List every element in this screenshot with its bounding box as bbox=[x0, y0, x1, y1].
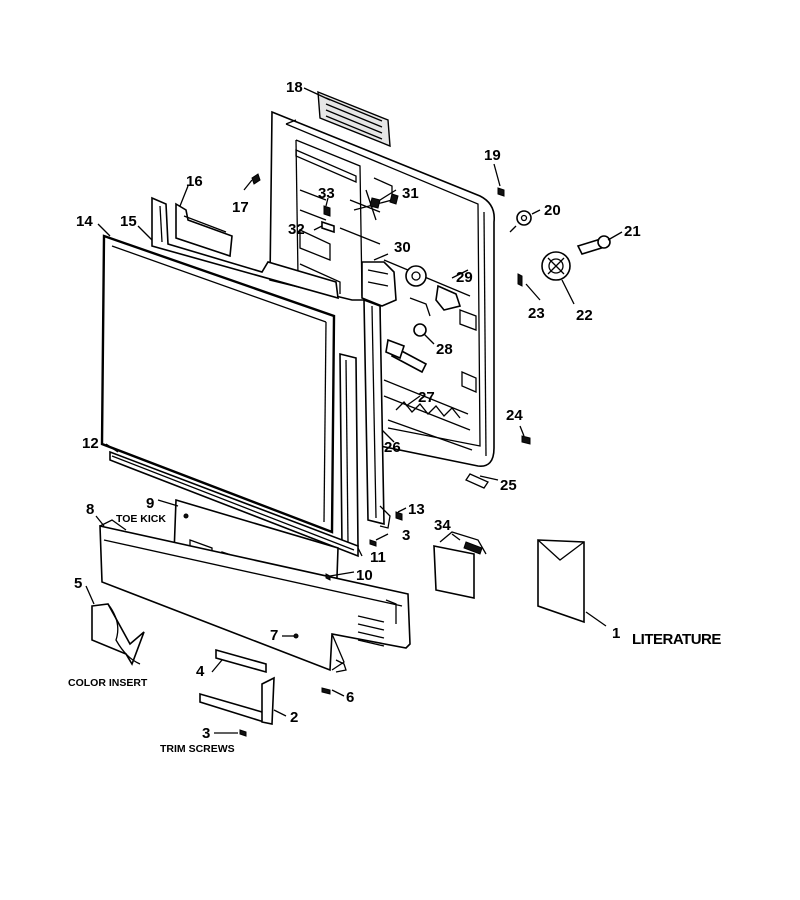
side-rail-part-11 bbox=[339, 352, 359, 549]
callout-4: 4 bbox=[196, 663, 205, 680]
trim-part-4 bbox=[215, 648, 267, 674]
callout-2: 2 bbox=[290, 709, 298, 726]
callout-19: 19 bbox=[484, 147, 501, 164]
callout-29: 29 bbox=[456, 269, 473, 286]
panel-bracket-part-15 bbox=[151, 196, 339, 300]
callout-13: 13 bbox=[408, 501, 425, 518]
access-panel-part-8 bbox=[99, 519, 411, 673]
knob-parts bbox=[497, 187, 611, 445]
panel-part-34 bbox=[433, 531, 487, 599]
callout-8: 8 bbox=[86, 501, 94, 518]
callout-34: 34 bbox=[434, 517, 451, 534]
callout-5: 5 bbox=[74, 575, 82, 592]
callout-31: 31 bbox=[402, 185, 419, 202]
callout-26: 26 bbox=[384, 439, 401, 456]
color-insert-part-5 bbox=[91, 603, 145, 666]
callout-30: 30 bbox=[394, 239, 411, 256]
callout-24: 24 bbox=[506, 407, 523, 424]
callout-11: 11 bbox=[370, 549, 386, 566]
callout-32: 32 bbox=[288, 221, 305, 238]
literature-envelope-part-1 bbox=[537, 539, 585, 624]
callout-14: 14 bbox=[76, 213, 93, 230]
caption-color-insert: COLOR INSERT bbox=[68, 677, 148, 689]
bottom-strip-part-12 bbox=[109, 450, 359, 558]
callout-25: 25 bbox=[500, 477, 517, 494]
callout-21: 21 bbox=[624, 223, 641, 240]
callout-9: 9 bbox=[146, 495, 154, 512]
callout-15: 15 bbox=[120, 213, 137, 230]
callout-6: 6 bbox=[346, 689, 354, 706]
leader-lines bbox=[85, 87, 623, 734]
callout-20: 20 bbox=[544, 202, 561, 219]
callout-3-upper: 3 bbox=[402, 527, 410, 544]
callout-16: 16 bbox=[186, 173, 203, 190]
callout-1: 1 bbox=[612, 625, 620, 642]
captions: TOE KICK COLOR INSERT TRIM SCREWS LITERA… bbox=[68, 513, 722, 755]
callout-18: 18 bbox=[286, 79, 303, 96]
fasteners bbox=[239, 173, 403, 737]
callout-23: 23 bbox=[528, 305, 545, 322]
latch-assembly bbox=[321, 189, 462, 374]
callout-7: 7 bbox=[270, 627, 278, 644]
part-callouts: 18 19 20 21 22 23 24 25 26 27 28 29 30 3… bbox=[74, 79, 641, 742]
callout-27: 27 bbox=[418, 389, 435, 406]
side-rail-part-26 bbox=[363, 298, 391, 529]
callout-33: 33 bbox=[318, 185, 335, 202]
trim-part-2 bbox=[199, 676, 275, 725]
callout-10: 10 bbox=[356, 567, 373, 584]
caption-trim-screws: TRIM SCREWS bbox=[160, 743, 235, 755]
callout-12: 12 bbox=[82, 435, 99, 452]
vent-part-18 bbox=[317, 90, 391, 148]
callout-3-lower: 3 bbox=[202, 725, 210, 742]
callout-28: 28 bbox=[436, 341, 453, 358]
caption-toe-kick: TOE KICK bbox=[116, 513, 166, 525]
caption-literature: LITERATURE bbox=[632, 631, 721, 648]
callout-17: 17 bbox=[232, 199, 249, 216]
callout-22: 22 bbox=[576, 307, 593, 324]
door-panel-part-14 bbox=[100, 234, 336, 534]
